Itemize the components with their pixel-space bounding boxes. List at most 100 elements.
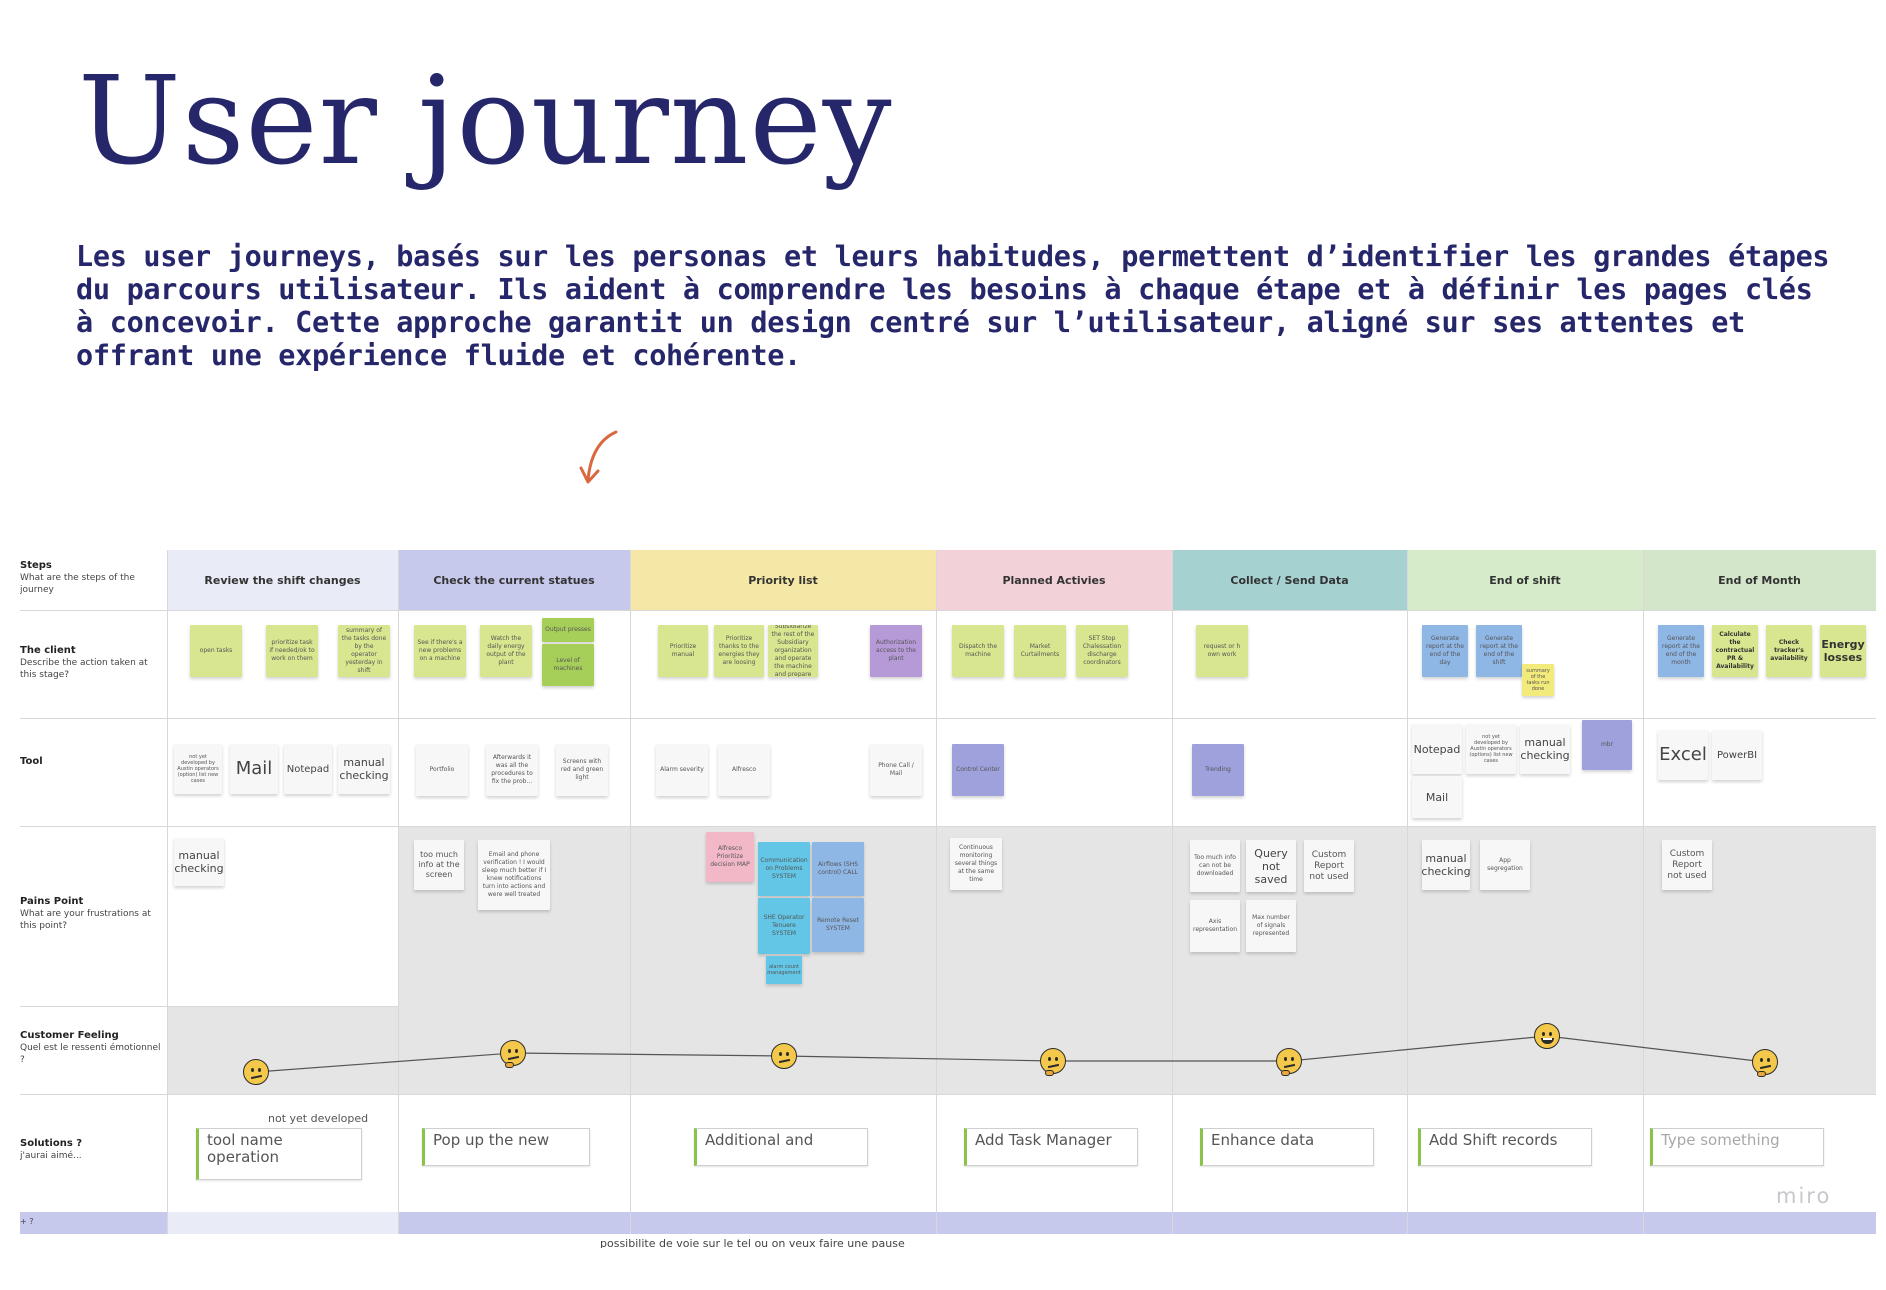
grid-line [20, 1094, 1876, 1095]
sticky-note[interactable]: manual checking [174, 838, 224, 886]
thinking-emoji-icon [1276, 1048, 1302, 1076]
sticky-note[interactable]: Afterwards it was all the procedures to … [486, 744, 538, 796]
page-title: User journey [78, 50, 893, 192]
confused-emoji-icon [771, 1043, 797, 1069]
sticky-note[interactable]: Remote Reset SYSTEM [812, 898, 864, 952]
sticky-note[interactable]: Watch the daily energy output of the pla… [480, 625, 532, 677]
sticky-note[interactable]: PowerBI [1712, 730, 1762, 780]
sticky-note[interactable]: Too much info can not be downloaded [1190, 840, 1240, 892]
sticky-note[interactable]: not yet developed by Austin operators (o… [174, 744, 222, 794]
sticky-note[interactable]: request or h own work [1196, 625, 1248, 677]
solution-input[interactable]: Enhance data [1200, 1128, 1374, 1166]
curved-arrow-icon [579, 430, 618, 484]
sticky-note[interactable]: Axis representation [1190, 900, 1240, 952]
sticky-note[interactable]: Custom Report not used [1304, 840, 1354, 892]
sad-emoji-icon [243, 1059, 269, 1085]
solution-input[interactable]: Add Shift records [1418, 1128, 1592, 1166]
sticky-note[interactable]: alarm count management [766, 956, 802, 984]
sticky-note[interactable]: Generate report at the end of the shift [1476, 625, 1522, 677]
solution-input[interactable]: Type something [1650, 1128, 1824, 1166]
sticky-note[interactable]: open tasks [190, 625, 242, 677]
sticky-note[interactable]: manual checking [1422, 840, 1470, 890]
grid-line [20, 718, 1876, 719]
thinking-emoji-icon [500, 1040, 526, 1068]
pain-feeling-area [398, 826, 1876, 1094]
sticky-note[interactable]: prioritize task if needed/ok to work on … [266, 625, 318, 677]
sticky-note[interactable]: Control Center [952, 744, 1004, 796]
grid-line [20, 1006, 398, 1007]
sticky-note[interactable]: SET Stop Chalessation discharge coordina… [1076, 625, 1128, 677]
sticky-note[interactable]: Email and phone verification ! I would s… [478, 840, 550, 910]
sticky-note[interactable]: Alfresco [718, 744, 770, 796]
stage-header-bg [1407, 550, 1643, 610]
grid-line [398, 550, 399, 1234]
sticky-note[interactable]: Notepad [1412, 724, 1462, 774]
sticky-note[interactable]: Screens with red and green light [556, 744, 608, 796]
stage-header: Planned Activies [1002, 573, 1106, 587]
grid-line [20, 826, 1876, 827]
sticky-note[interactable]: Market Curtailments [1014, 625, 1066, 677]
sticky-note[interactable]: Notepad [284, 744, 332, 794]
stage-header: End of Month [1718, 573, 1801, 587]
sticky-note[interactable]: Alfresco Prioritize decision MAP [706, 832, 754, 882]
sticky-note[interactable]: summary of the tasks run done [1522, 664, 1554, 696]
solution-note: not yet developed [268, 1112, 369, 1125]
sticky-note[interactable]: Max number of signals represented [1246, 900, 1296, 952]
sticky-note[interactable]: Dispatch the machine [952, 625, 1004, 677]
sticky-note[interactable]: Alarm severity [656, 744, 708, 796]
sticky-note[interactable]: Custom Report not used [1662, 840, 1712, 890]
grid-line [936, 550, 937, 1234]
sticky-note[interactable]: Airflows (SHS control) CALL [812, 842, 864, 896]
sticky-note[interactable]: Prioritize manual [658, 625, 708, 677]
sticky-note[interactable]: summary of the tasks done by the operato… [338, 625, 390, 677]
sticky-note[interactable]: manual checking [338, 744, 390, 794]
sticky-note[interactable]: Subsidiarize the rest of the Subsidiary … [768, 625, 818, 677]
sticky-note[interactable]: Query not saved [1246, 840, 1296, 892]
grid-line [1172, 550, 1173, 1234]
sticky-note[interactable]: Output presses [542, 618, 594, 642]
stage-header-bg [1643, 550, 1876, 610]
sticky-note[interactable]: Generate report at the end of the month [1658, 625, 1704, 677]
sticky-note[interactable]: Energy losses [1820, 625, 1866, 677]
solution-input[interactable]: tool name operation [196, 1128, 362, 1180]
sticky-note[interactable]: mbr [1582, 720, 1632, 770]
sticky-note[interactable]: Trending [1192, 744, 1244, 796]
sticky-note[interactable]: See if there's a new problems on a machi… [414, 625, 466, 677]
sticky-note[interactable]: Generate report at the end of the day [1422, 625, 1468, 677]
stage-header: Check the current statues [433, 573, 595, 587]
sticky-note[interactable]: Continuous monitoring several things at … [950, 838, 1002, 890]
sticky-note[interactable]: Mail [230, 744, 278, 794]
grid-line [1643, 550, 1644, 1234]
sticky-note[interactable]: Portfolio [416, 744, 468, 796]
feeling-area [167, 1006, 398, 1094]
stage-header: Priority list [748, 573, 818, 587]
sticky-note[interactable]: Communication on Problems SYSTEM [758, 842, 810, 896]
sticky-note[interactable]: Excel [1658, 730, 1708, 780]
sticky-note[interactable]: App segregation [1480, 840, 1530, 890]
stage-header-bg [936, 550, 1172, 610]
footer-strip [20, 1212, 1876, 1234]
sticky-note[interactable]: Level of machines [542, 644, 594, 686]
thinking-emoji-icon [1752, 1049, 1778, 1077]
footer-strip-cell [167, 1212, 398, 1234]
sticky-note[interactable]: SHE Operator Tenuere SYSTEM [758, 898, 810, 954]
sticky-note[interactable]: Calculate the contractual PR & Availabil… [1712, 625, 1758, 677]
solution-input[interactable]: Add Task Manager [964, 1128, 1138, 1166]
solution-input[interactable]: Pop up the new [422, 1128, 590, 1166]
grid-line [630, 550, 631, 1234]
grid-line [20, 610, 1876, 611]
sticky-note[interactable]: manual checking [1520, 724, 1570, 774]
row-label-tool: Tool [20, 756, 43, 767]
sticky-note[interactable]: Mail [1412, 776, 1462, 818]
sticky-note[interactable]: too much info at the screen [414, 840, 464, 890]
sticky-note[interactable]: not yet developed by Austin operators (o… [1466, 724, 1516, 774]
sticky-note[interactable]: Prioritize thanks to the energies they a… [714, 625, 764, 677]
sticky-note[interactable]: Check tracker's availability [1766, 625, 1812, 677]
solution-input[interactable]: Additional and [694, 1128, 868, 1166]
grid-line [1407, 550, 1408, 1234]
sticky-note[interactable]: Authorization access to the plant [870, 625, 922, 677]
sticky-note[interactable]: Phone Call / Mail [870, 744, 922, 796]
